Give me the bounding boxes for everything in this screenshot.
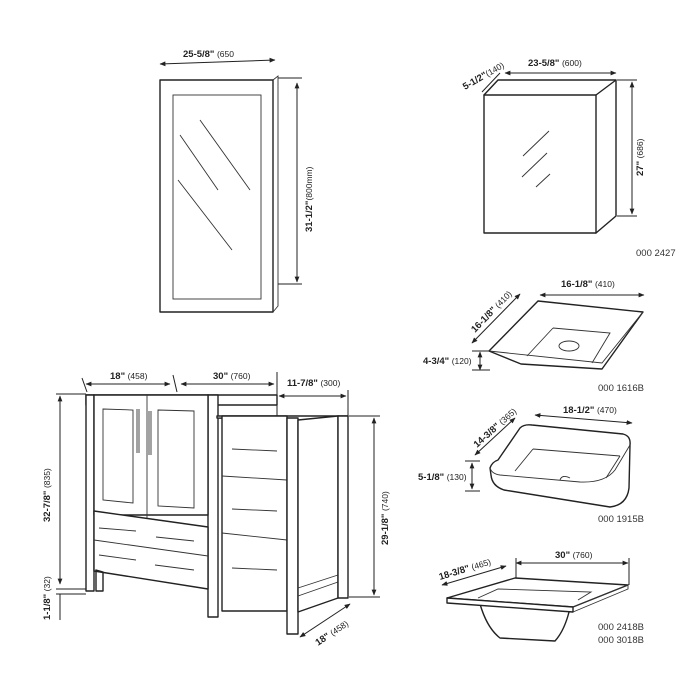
vanity-side-height-label: 29-1/8" (740) <box>380 491 391 545</box>
sink1-depth-label: 16-1/8" (410) <box>469 289 514 335</box>
cabinet-code: 000 2427 <box>636 248 676 259</box>
vanity-total-width-label: 30" (760) <box>213 371 251 382</box>
integrated-countertop-sink-drawing: 30" (760) 18-3/8" (465) 000 2418B 000 30… <box>438 550 644 646</box>
vanity-main-width-label: 18" (458) <box>110 371 148 382</box>
sink1-height-label: 4-3/4" (120) <box>423 356 472 367</box>
square-vessel-sink-drawing: 16-1/8" (410) 16-1/8" (410) 4-3/4" (120)… <box>423 279 645 394</box>
vanity-toe-height-label: 1-1/8" (32) <box>42 576 53 620</box>
vanity-drawing: 18" (458) 30" (760) 11-7/8" (300) 32-7/8… <box>42 371 391 648</box>
mirror-width-label: 25-5/8" (650 <box>183 49 234 60</box>
cabinet-height-label: 27" (686) <box>635 138 646 176</box>
vanity-main-height-label: 32-7/8" (835) <box>42 468 53 522</box>
medicine-cabinet-drawing: 23-5/8" (600) 5-1/2"(140) 27" (686) 000 … <box>461 58 676 259</box>
sink2-width-label: 18-1/2" (470) <box>563 405 617 416</box>
sink3-code-2: 000 3018B <box>598 635 644 646</box>
sink2-height-label: 5-1/8" (130) <box>418 472 467 483</box>
vanity-depth-label: 18" (458) <box>314 618 351 648</box>
rectangular-vessel-sink-drawing: 18-1/2" (470) 14-3/8" (365) 5-1/8" (130)… <box>418 405 644 525</box>
vanity-side-width-label: 11-7/8" (300) <box>287 378 340 389</box>
sink1-width-label: 16-1/8" (410) <box>561 279 615 290</box>
sink1-code: 000 1616B <box>598 383 644 394</box>
sink3-code-1: 000 2418B <box>598 622 644 633</box>
mirror-drawing: 25-5/8" (650 31-1/2"(800mm) <box>159 49 315 313</box>
sink3-depth-label: 18-3/8" (465) <box>438 557 493 583</box>
sink3-width-label: 30" (760) <box>555 550 593 561</box>
cabinet-width-label: 23-5/8" (600) <box>528 58 582 69</box>
sink2-code: 000 1915B <box>598 514 644 525</box>
mirror-height-label: 31-1/2"(800mm) <box>304 166 315 232</box>
